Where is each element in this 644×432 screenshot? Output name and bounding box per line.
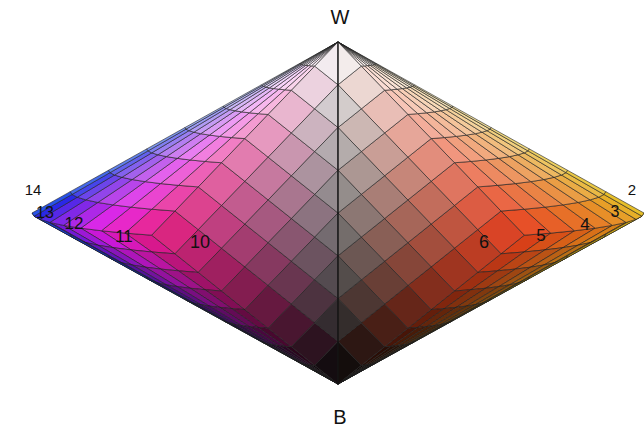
color-cell	[186, 107, 226, 130]
color-cell	[263, 64, 301, 87]
color-cell	[315, 85, 338, 128]
color-cell	[315, 299, 338, 342]
color-cell	[166, 285, 209, 306]
color-cell	[450, 107, 490, 130]
color-cell	[338, 128, 361, 171]
hue-number-holder: 10	[190, 233, 210, 252]
hue-number: 5	[536, 227, 545, 244]
color-cell	[158, 283, 201, 305]
color-cell	[109, 149, 149, 173]
hue-number-holder: 13	[36, 204, 54, 222]
color-cell	[376, 63, 415, 85]
hue-number: 2	[628, 182, 636, 197]
hue-number: 3	[611, 204, 620, 220]
hue-number-holder: 3	[611, 203, 620, 221]
color-cell	[110, 151, 152, 175]
color-cell	[338, 341, 361, 384]
color-cell	[338, 170, 361, 213]
color-cell	[338, 213, 361, 256]
hue-number: 12	[65, 215, 84, 232]
color-cell	[566, 234, 606, 258]
color-cell	[510, 263, 555, 285]
color-cell	[467, 285, 510, 306]
color-cell	[223, 320, 262, 342]
color-cell	[338, 42, 361, 85]
color-cell	[148, 129, 189, 153]
hue-number: 6	[479, 233, 489, 251]
pole-label: W	[331, 7, 350, 27]
color-cell	[70, 170, 110, 194]
color-cell	[185, 299, 224, 322]
color-cell	[490, 277, 529, 300]
color-cell	[338, 299, 361, 342]
color-cell	[315, 128, 338, 171]
color-cell	[338, 85, 361, 128]
color-cell	[452, 299, 491, 322]
color-cell	[599, 194, 642, 219]
color-cell	[315, 256, 338, 299]
color-cell	[410, 86, 450, 109]
color-cell	[226, 86, 266, 109]
color-cell	[446, 109, 487, 133]
pole-label: B	[333, 407, 346, 427]
color-cell	[185, 106, 224, 129]
color-cell	[262, 64, 301, 87]
color-cell	[414, 320, 453, 342]
color-cell	[72, 173, 114, 198]
color-cell	[414, 85, 453, 108]
color-cell	[562, 173, 604, 198]
hue-number: 10	[190, 233, 210, 251]
hue-number: 11	[115, 228, 133, 245]
color-cell	[147, 128, 186, 151]
color-cell	[413, 86, 452, 109]
color-cell	[528, 149, 568, 173]
hue-number-holder: 2	[628, 181, 636, 199]
color-cell	[315, 170, 338, 213]
color-cell	[338, 256, 361, 299]
color-cell	[315, 213, 338, 256]
color-cell	[122, 263, 167, 285]
color-cell	[475, 283, 518, 305]
color-cell	[524, 151, 566, 175]
color-cell	[70, 234, 110, 258]
color-cell	[109, 256, 149, 279]
color-cell	[201, 305, 242, 326]
gray-axis	[337, 42, 338, 384]
color-cell	[223, 85, 262, 108]
hue-number-holder: 6	[479, 233, 489, 252]
color-cell	[374, 64, 412, 87]
color-cell	[132, 265, 177, 287]
color-cell	[487, 129, 528, 153]
color-cell	[566, 170, 606, 194]
pole-label-holder: B	[333, 407, 346, 428]
hue-number: 4	[580, 216, 589, 233]
color-cell	[452, 106, 491, 129]
color-cell	[315, 42, 338, 85]
hue-number-holder: 4	[580, 216, 589, 234]
color-cell	[528, 256, 568, 279]
color-cell	[490, 128, 529, 151]
color-cell	[147, 277, 186, 300]
color-cell	[375, 64, 414, 87]
color-cell	[544, 243, 590, 265]
color-cell	[262, 63, 301, 85]
pole-label-holder: W	[331, 7, 350, 28]
hue-number-holder: 11	[115, 228, 133, 246]
hue-number-holder: 14	[25, 181, 42, 199]
color-cell	[604, 192, 644, 217]
color-cell	[499, 265, 544, 287]
hue-number: 14	[25, 182, 42, 197]
color-cell	[189, 109, 230, 133]
color-cell	[86, 243, 132, 265]
color-cell	[224, 86, 263, 109]
color-cell	[315, 341, 338, 384]
color-cell	[434, 305, 475, 326]
hue-number: 13	[36, 205, 54, 221]
hue-number-holder: 5	[536, 227, 545, 245]
hue-number-holder: 12	[65, 215, 84, 233]
